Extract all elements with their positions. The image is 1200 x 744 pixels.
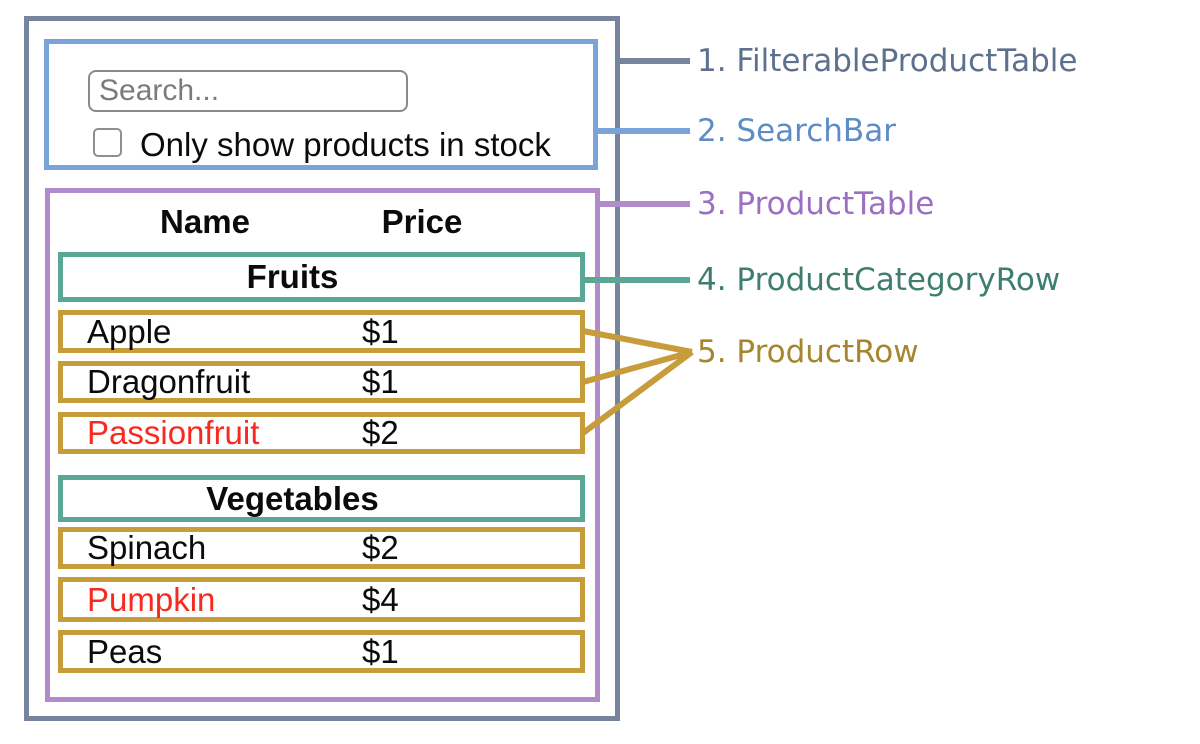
- product-price: $2: [362, 529, 399, 566]
- product-name-out-of-stock: Pumpkin: [87, 580, 216, 618]
- product-name: Spinach: [87, 529, 207, 566]
- product-price: $1: [362, 632, 399, 670]
- legend-search-bar: 2. SearchBar: [697, 113, 896, 149]
- product-name: Dragonfruit: [87, 363, 251, 400]
- product-row-spinach: Spinach $2: [58, 527, 585, 569]
- column-header-name: Name: [160, 203, 250, 240]
- product-price: $4: [362, 580, 399, 618]
- category-row-fruits: Fruits: [58, 252, 585, 302]
- product-row-peas: Peas $1: [58, 630, 585, 673]
- legend-product-table: 3. ProductTable: [697, 186, 935, 222]
- legend-product-category-row: 4. ProductCategoryRow: [697, 262, 1061, 298]
- product-price: $1: [362, 312, 399, 350]
- product-row-dragonfruit: Dragonfruit $1: [58, 361, 585, 403]
- category-label: Fruits: [246, 258, 339, 295]
- product-price: $2: [362, 414, 399, 451]
- column-header-price: Price: [381, 203, 463, 240]
- product-price: $1: [362, 363, 399, 400]
- product-name-out-of-stock: Passionfruit: [87, 414, 260, 451]
- product-name: Apple: [87, 312, 172, 350]
- legend-filterable-product-table: 1. FilterableProductTable: [697, 43, 1078, 79]
- search-input[interactable]: [88, 70, 408, 112]
- product-row-pumpkin: Pumpkin $4: [58, 577, 585, 622]
- category-label: Vegetables: [206, 479, 379, 517]
- product-row-apple: Apple $1: [58, 310, 585, 353]
- category-row-vegetables: Vegetables: [58, 475, 585, 522]
- legend-product-row: 5. ProductRow: [697, 334, 919, 370]
- product-row-passionfruit: Passionfruit $2: [58, 412, 585, 454]
- in-stock-checkbox[interactable]: [93, 128, 122, 157]
- in-stock-checkbox-label: Only show products in stock: [140, 126, 551, 163]
- product-name: Peas: [87, 632, 163, 670]
